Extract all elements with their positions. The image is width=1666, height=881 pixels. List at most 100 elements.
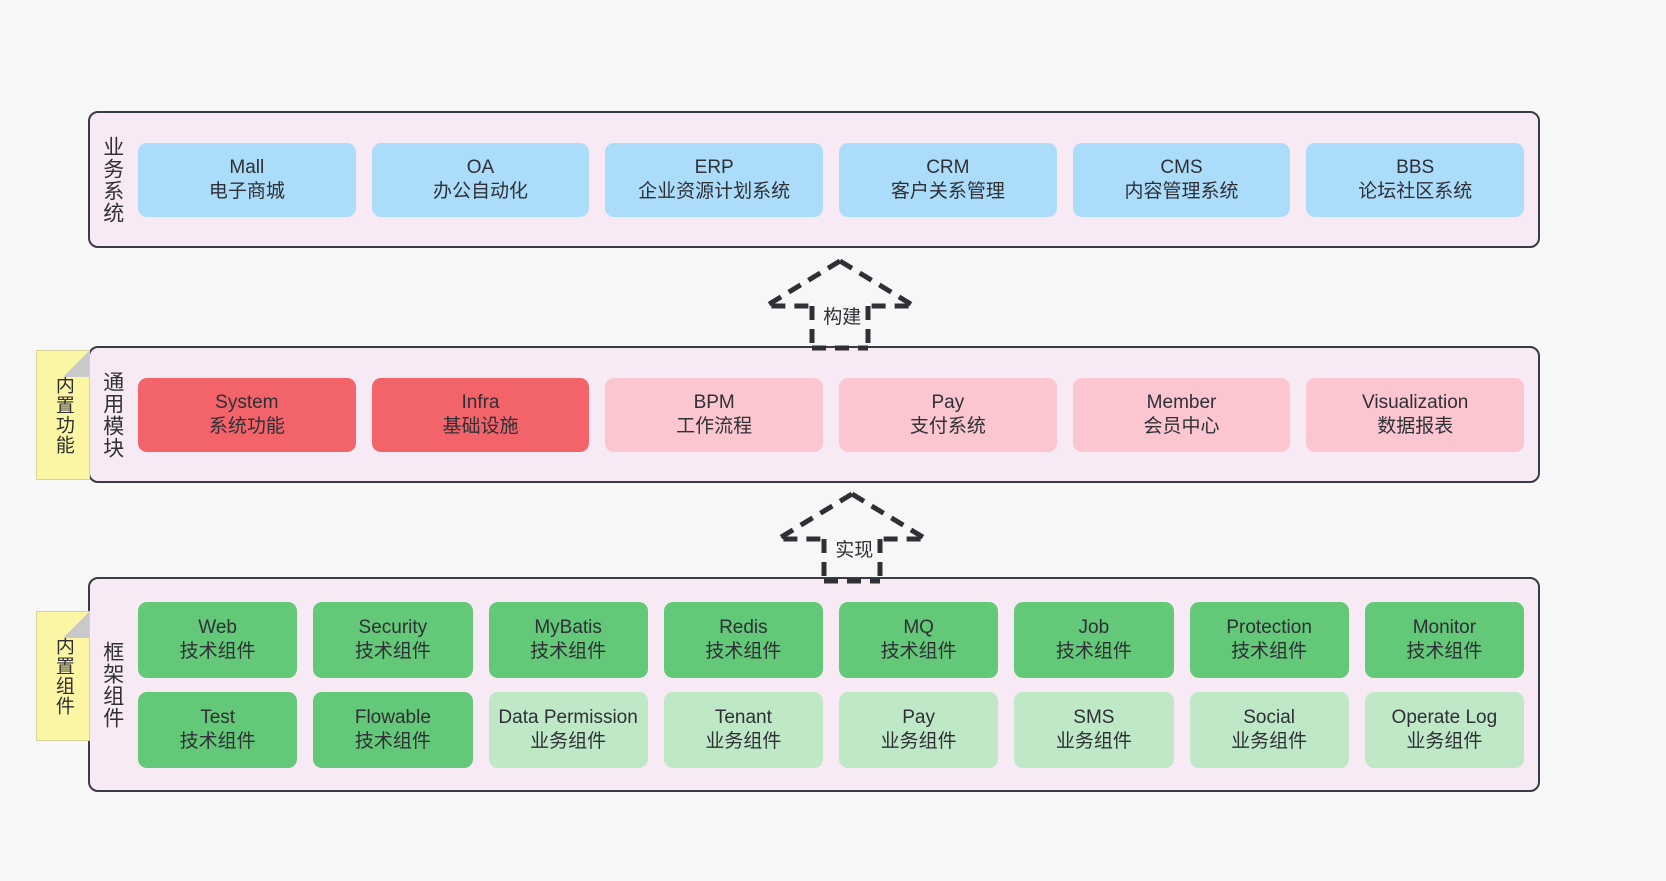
node-title: Social bbox=[1243, 706, 1295, 728]
node-data-permission[interactable]: Data Permission 业务组件 bbox=[488, 691, 648, 768]
node-title: Visualization bbox=[1362, 391, 1469, 413]
node-job[interactable]: Job 技术组件 bbox=[1014, 601, 1174, 678]
node-subtitle: 技术组件 bbox=[880, 640, 957, 662]
node-title: Monitor bbox=[1412, 616, 1477, 638]
node-subtitle: 技术组件 bbox=[705, 640, 782, 662]
node-subtitle: 技术组件 bbox=[1055, 640, 1132, 662]
node-subtitle: 支付系统 bbox=[909, 415, 986, 437]
node-subtitle: 业务组件 bbox=[1231, 730, 1308, 752]
node-title: Flowable bbox=[354, 706, 431, 728]
node-subtitle: 业务组件 bbox=[880, 730, 957, 752]
node-title: Operate Log bbox=[1391, 706, 1498, 728]
node-subtitle: 技术组件 bbox=[179, 730, 256, 752]
sticky-note-label: 内置功能 bbox=[52, 375, 74, 455]
node-visualization[interactable]: Visualization 数据报表 bbox=[1306, 377, 1525, 452]
node-row: Web 技术组件 Security 技术组件 MyBatis 技术组件 Redi… bbox=[138, 601, 1524, 678]
node-title: MyBatis bbox=[534, 616, 602, 638]
node-subtitle: 数据报表 bbox=[1377, 415, 1454, 437]
node-title: Member bbox=[1146, 391, 1217, 413]
node-erp[interactable]: ERP 企业资源计划系统 bbox=[605, 142, 824, 217]
node-title: Pay bbox=[902, 706, 935, 728]
layer-body: Mall 电子商城 OA 办公自动化 ERP 企业资源计划系统 CRM 客户关系… bbox=[134, 113, 1538, 246]
node-web[interactable]: Web 技术组件 bbox=[138, 601, 298, 678]
node-redis[interactable]: Redis 技术组件 bbox=[663, 601, 823, 678]
node-bpm[interactable]: BPM 工作流程 bbox=[605, 377, 824, 452]
node-cms[interactable]: CMS 内容管理系统 bbox=[1072, 142, 1291, 217]
node-title: Tenant bbox=[714, 706, 772, 728]
node-title: System bbox=[215, 391, 279, 413]
node-member[interactable]: Member 会员中心 bbox=[1072, 377, 1291, 452]
layer-title: 框架组件 bbox=[100, 640, 124, 729]
arrowhead-left-edge bbox=[760, 258, 842, 309]
node-flowable[interactable]: Flowable 技术组件 bbox=[313, 691, 473, 768]
node-crm[interactable]: CRM 客户关系管理 bbox=[839, 142, 1057, 217]
node-subtitle: 技术组件 bbox=[530, 640, 607, 662]
node-subtitle: 技术组件 bbox=[1231, 640, 1308, 662]
node-title: BPM bbox=[693, 391, 735, 413]
node-title: Job bbox=[1078, 616, 1110, 638]
node-pay[interactable]: Pay 支付系统 bbox=[839, 377, 1057, 452]
layer-general-modules: 通用模块 System 系统功能 Infra 基础设施 BPM 工作流程 Pay… bbox=[88, 346, 1540, 483]
node-tenant[interactable]: Tenant 业务组件 bbox=[663, 691, 823, 768]
node-title: SMS bbox=[1073, 706, 1115, 728]
node-subtitle: 会员中心 bbox=[1143, 415, 1220, 437]
node-protection[interactable]: Protection 技术组件 bbox=[1189, 601, 1349, 678]
layer-title: 业务系统 bbox=[100, 135, 124, 224]
node-system[interactable]: System 系统功能 bbox=[138, 377, 356, 452]
node-subtitle: 技术组件 bbox=[1406, 640, 1483, 662]
node-title: Data Permission bbox=[498, 706, 638, 728]
node-title: Mall bbox=[229, 156, 265, 178]
node-subtitle: 基础设施 bbox=[442, 415, 519, 437]
node-security[interactable]: Security 技术组件 bbox=[313, 601, 473, 678]
node-pay-business[interactable]: Pay 业务组件 bbox=[839, 691, 999, 768]
node-social[interactable]: Social 业务组件 bbox=[1189, 691, 1349, 768]
node-mall[interactable]: Mall 电子商城 bbox=[138, 142, 356, 217]
layer-business-systems: 业务系统 Mall 电子商城 OA 办公自动化 ERP 企业资源计划系统 CRM… bbox=[88, 111, 1540, 248]
node-subtitle: 电子商城 bbox=[208, 180, 285, 202]
connector-label: 实现 bbox=[835, 540, 874, 561]
node-subtitle: 内容管理系统 bbox=[1124, 180, 1239, 202]
node-subtitle: 客户关系管理 bbox=[890, 180, 1005, 202]
node-title: MQ bbox=[903, 616, 934, 638]
node-infra[interactable]: Infra 基础设施 bbox=[371, 377, 590, 452]
node-subtitle: 技术组件 bbox=[354, 640, 431, 662]
node-subtitle: 论坛社区系统 bbox=[1358, 180, 1473, 202]
node-title: CRM bbox=[926, 156, 970, 178]
node-bbs[interactable]: BBS 论坛社区系统 bbox=[1306, 142, 1525, 217]
sticky-note-label: 内置组件 bbox=[52, 636, 74, 716]
node-title: Security bbox=[358, 616, 428, 638]
node-subtitle: 业务组件 bbox=[530, 730, 607, 752]
node-test[interactable]: Test 技术组件 bbox=[138, 691, 298, 768]
node-title: Pay bbox=[931, 391, 965, 413]
node-title: Web bbox=[198, 616, 237, 638]
sticky-note-builtin-features: 内置功能 bbox=[36, 350, 90, 480]
node-title: Redis bbox=[719, 616, 768, 638]
node-mq[interactable]: MQ 技术组件 bbox=[839, 601, 999, 678]
layer-body: Web 技术组件 Security 技术组件 MyBatis 技术组件 Redi… bbox=[134, 579, 1538, 790]
layer-body: System 系统功能 Infra 基础设施 BPM 工作流程 Pay 支付系统… bbox=[134, 348, 1538, 481]
node-subtitle: 技术组件 bbox=[179, 640, 256, 662]
node-title: BBS bbox=[1396, 156, 1435, 178]
node-subtitle: 业务组件 bbox=[1406, 730, 1483, 752]
node-row: Mall 电子商城 OA 办公自动化 ERP 企业资源计划系统 CRM 客户关系… bbox=[138, 142, 1525, 217]
connector-label: 构建 bbox=[823, 307, 862, 328]
arrowhead-right-edge bbox=[838, 258, 920, 309]
node-subtitle: 业务组件 bbox=[1055, 730, 1132, 752]
node-subtitle: 系统功能 bbox=[208, 415, 285, 437]
node-mybatis[interactable]: MyBatis 技术组件 bbox=[488, 601, 648, 678]
node-operate-log[interactable]: Operate Log 业务组件 bbox=[1364, 691, 1524, 768]
node-title: Protection bbox=[1226, 616, 1312, 638]
connector-implement-arrow: 实现 bbox=[772, 489, 932, 585]
node-subtitle: 企业资源计划系统 bbox=[638, 180, 791, 202]
node-title: Test bbox=[200, 706, 236, 728]
node-title: ERP bbox=[694, 156, 734, 178]
arrowhead-right-edge bbox=[850, 491, 932, 542]
layer-framework-components: 框架组件 Web 技术组件 Security 技术组件 MyBatis 技术组件… bbox=[88, 577, 1540, 792]
node-oa[interactable]: OA 办公自动化 bbox=[371, 142, 590, 217]
node-subtitle: 工作流程 bbox=[676, 415, 753, 437]
layer-title: 通用模块 bbox=[100, 370, 124, 459]
node-sms[interactable]: SMS 业务组件 bbox=[1014, 691, 1174, 768]
node-monitor[interactable]: Monitor 技术组件 bbox=[1364, 601, 1524, 678]
node-row: Test 技术组件 Flowable 技术组件 Data Permission … bbox=[138, 691, 1524, 768]
